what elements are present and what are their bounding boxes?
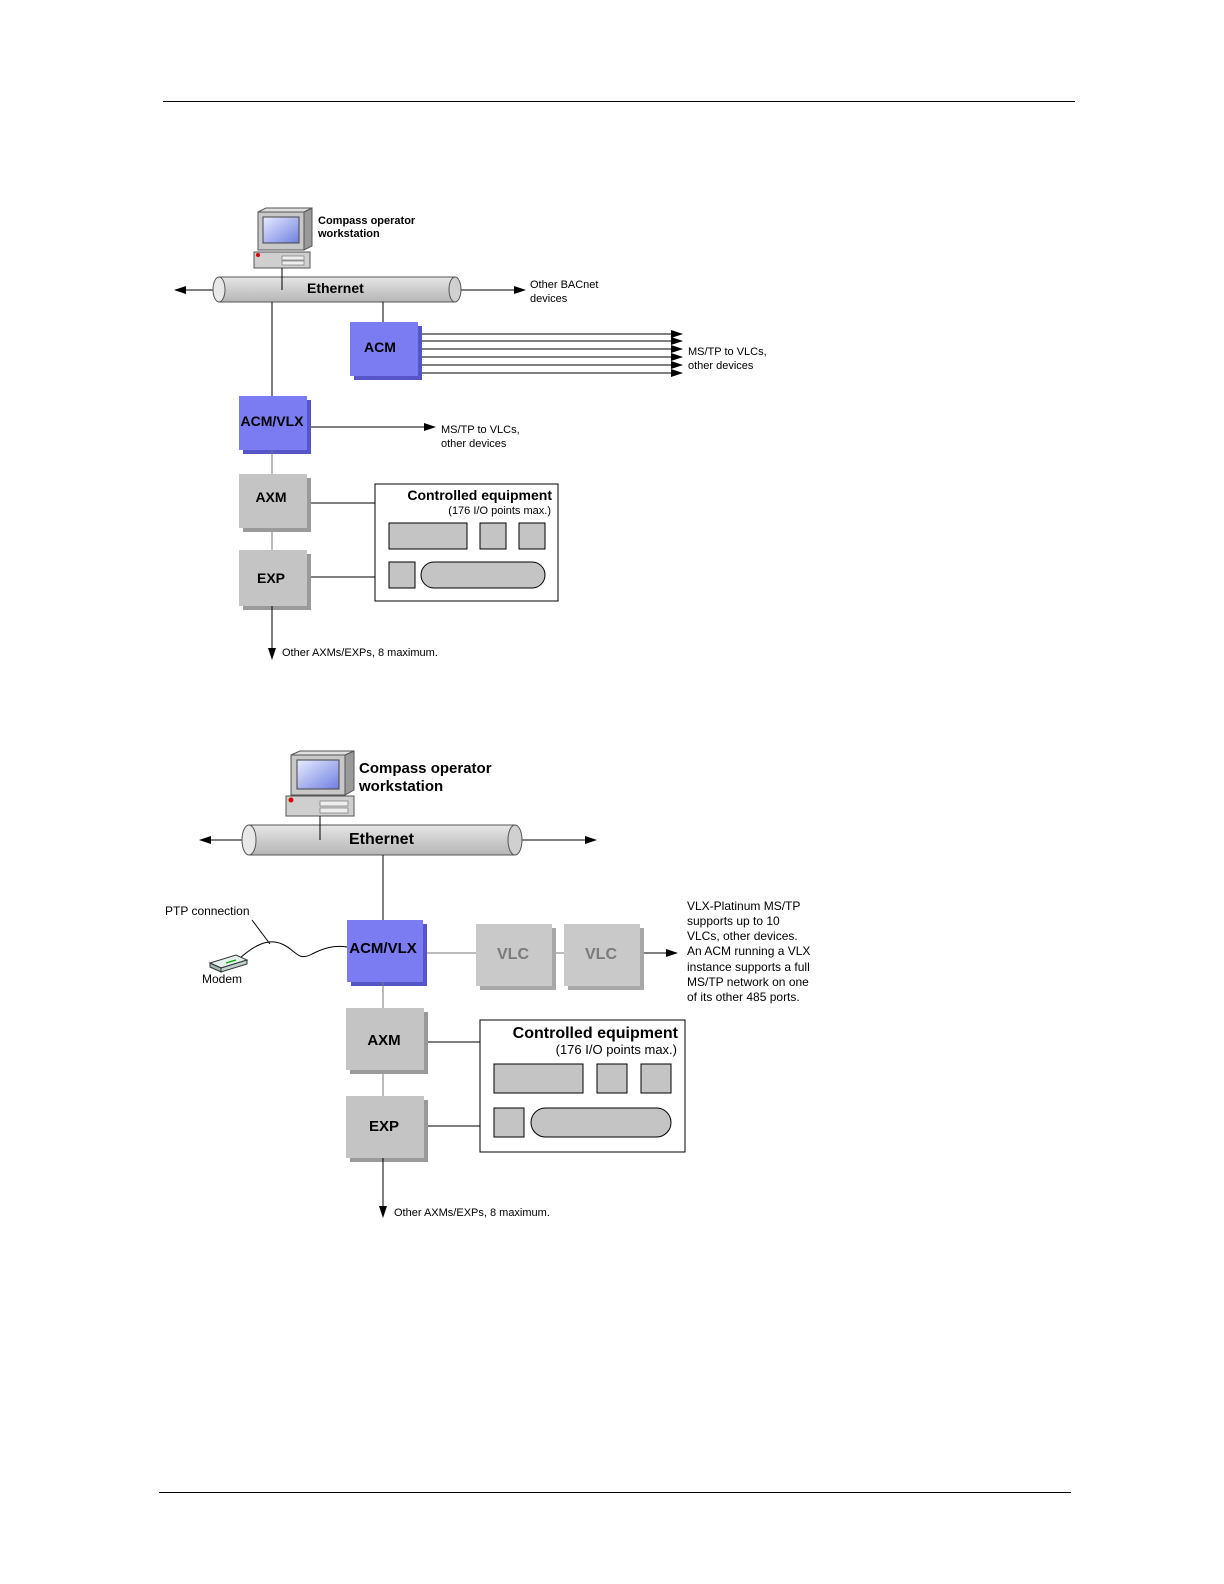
mstp-note: VLX-Platinum MS/TP supports up to 10 VLC… [687,899,810,1004]
acmvlx-label: ACM/VLX [241,413,305,429]
ethernet-pipe [241,824,523,856]
equipment-block [518,522,546,550]
modem-icon [208,954,249,973]
diagram-2: Compass operator workstation Ethernet PT… [165,750,810,1219]
axm-module [346,1008,428,1074]
controlled-equipment-title: Controlled equipment [407,487,552,503]
modem-label: Modem [202,972,242,986]
acmvlx-module [239,396,311,454]
equipment-pipe [530,1107,672,1138]
acm-mstp-line2: other devices [688,360,754,372]
equipment-pipe [420,561,546,589]
note-line: of its other 485 ports. [687,990,800,1004]
acm-label: ACM [364,339,396,355]
axm-label: AXM [255,489,286,505]
controlled-equipment-sub: (176 I/O points max.) [448,505,551,517]
vlc-module-2 [564,924,644,990]
note-line: MS/TP network on one [687,975,809,989]
acm-mstp-line1: MS/TP to VLCs, [688,346,767,358]
diagram-1: Compass operator workstation Ethernet Ot… [174,207,767,660]
acmvlx-mstp-line1: MS/TP to VLCs, [441,424,520,436]
controlled-equipment-sub: (176 I/O points max.) [556,1042,677,1057]
ethernet-label: Ethernet [307,280,364,296]
note-line: supports up to 10 [687,914,780,928]
axm-label: AXM [367,1032,400,1049]
equipment-block [493,1063,584,1094]
note-line: An ACM running a VLX [687,944,810,958]
ethernet-pipe [212,276,462,303]
workstation-icon [253,207,313,269]
workstation-icon [285,750,355,817]
controlled-equipment-title: Controlled equipment [513,1025,679,1042]
equipment-block [493,1107,525,1138]
equipment-block [596,1063,628,1094]
other-bacnet-line2: devices [530,293,568,305]
note-line: VLX-Platinum MS/TP [687,899,800,913]
ethernet-label: Ethernet [349,831,415,848]
equipment-block [388,561,416,589]
note-line: VLCs, other devices. [687,929,798,943]
acmvlx-mstp-line2: other devices [441,438,507,450]
equipment-block [640,1063,672,1094]
workstation-label-line2: workstation [317,228,380,240]
acmvlx-module [347,920,427,986]
exp-label: EXP [369,1118,399,1135]
ptp-connection-label: PTP connection [165,904,250,918]
equipment-block [388,522,468,550]
axm-module [239,474,311,532]
exp-label: EXP [257,570,285,586]
note-line: instance supports a full [687,960,810,974]
header-rule [163,101,1075,102]
other-axms-label: Other AXMs/EXPs, 8 maximum. [282,647,438,659]
vlc-1-label: VLC [497,946,529,963]
vlc-module-1 [476,924,556,990]
exp-module [346,1096,428,1162]
acmvlx-label: ACM/VLX [349,940,417,957]
footer-rule [159,1492,1071,1493]
ptp-cable [239,941,348,959]
acm-module [350,322,422,380]
equipment-block [479,522,507,550]
workstation-label-line1: Compass operator [318,215,416,227]
workstation-label-line2: workstation [358,778,443,795]
exp-module [239,550,311,610]
ptp-leader-line [251,919,271,945]
other-bacnet-line1: Other BACnet [530,279,598,291]
workstation-label-line1: Compass operator [359,760,492,777]
vlc-2-label: VLC [585,946,617,963]
other-axms-label: Other AXMs/EXPs, 8 maximum. [394,1207,550,1219]
